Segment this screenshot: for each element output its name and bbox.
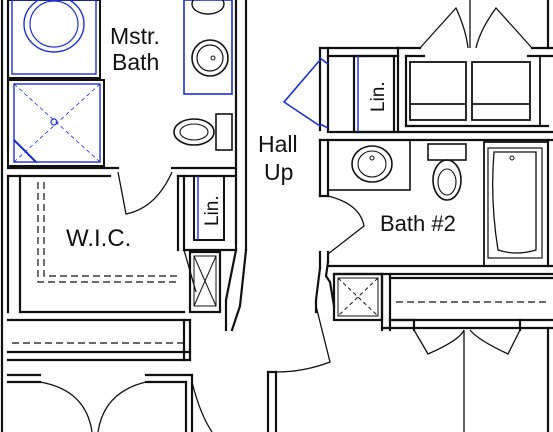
bath2-fixtures xyxy=(327,139,549,267)
top-right-builtins xyxy=(409,56,541,126)
master-bath-fixtures xyxy=(7,0,233,167)
lin-label-left: Lin. xyxy=(202,195,223,226)
hall-label-line2: Up xyxy=(264,159,293,185)
lin-label-right: Lin. xyxy=(368,81,389,112)
closet-boxes xyxy=(193,255,379,317)
mstr-bath-label-line1: Mstr. xyxy=(110,23,160,49)
bath2-label: Bath #2 xyxy=(380,211,456,236)
wic-label: W.I.C. xyxy=(66,225,131,252)
mstr-bath-label-line2: Bath xyxy=(112,49,159,75)
closet-shelves xyxy=(12,182,548,344)
hall-label-line1: Hall xyxy=(258,131,298,157)
hall-linen-door xyxy=(282,57,329,129)
door-swings xyxy=(39,0,533,432)
wic-linen-closet xyxy=(193,175,225,241)
